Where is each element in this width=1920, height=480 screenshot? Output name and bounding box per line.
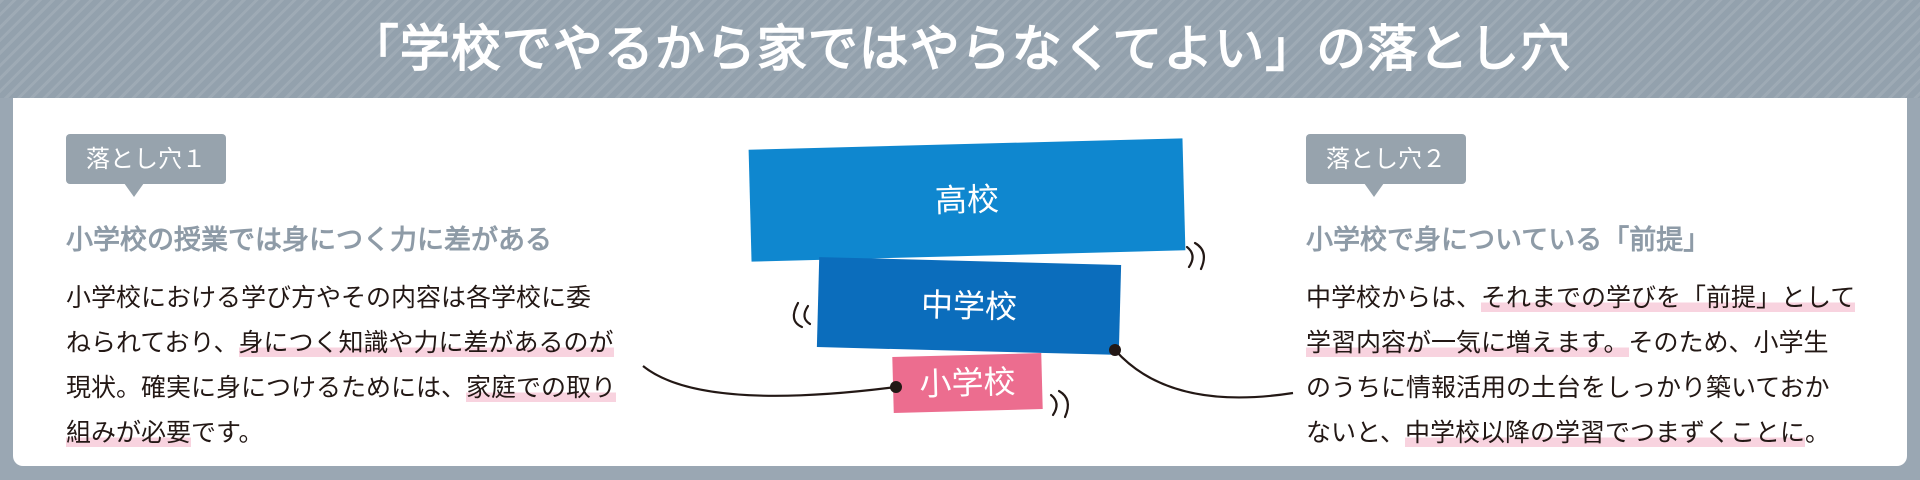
right-connector-dot — [1109, 344, 1121, 356]
right-body-line: 中学校からは、それまでの学びを「前提」として — [1306, 275, 1856, 320]
right-body-line: ないと、中学校以降の学習でつまずくことに。 — [1306, 410, 1855, 455]
left-connector-dot — [890, 381, 902, 393]
right-body-line: のうちに情報活用の土台をしっかり築いておか — [1306, 365, 1855, 410]
body-text-segment: ないと、 — [1306, 418, 1406, 447]
pitfall-2-tag: 落とし穴２ — [1306, 134, 1466, 197]
highlighted-text: 身につく知識や力に差があるのが — [238, 328, 614, 357]
left-body-line: 小学校における学び方やその内容は各学校に委 — [66, 275, 616, 320]
right-body-line: 学習内容が一気に増えます。そのため、小学生 — [1306, 320, 1855, 365]
page-title: 「学校でやるから家ではやらなくてよい」の落とし穴 — [348, 20, 1572, 78]
left-body-line: 現状。確実に身につけるためには、家庭での取り — [66, 365, 617, 410]
body-text-segment: のうちに情報活用の土台をしっかり築いておか — [1306, 373, 1830, 402]
body-text-segment: 。 — [1805, 418, 1831, 447]
highlighted-text: それまでの学びを「前提」として — [1481, 283, 1856, 312]
body-text-segment: そのため、小学生 — [1628, 328, 1829, 357]
pitfall-1-heading: 小学校の授業では身につく力に差がある — [66, 225, 552, 256]
highlighted-text: 家庭での取り — [466, 373, 617, 402]
pitfall-2-heading: 小学校で身についている「前提」 — [1306, 225, 1711, 256]
highlighted-text: 中学校以降の学習でつまずくことに — [1405, 418, 1806, 447]
left-body-line: 組みが必要です。 — [66, 410, 616, 455]
pitfall-1-body: 小学校における学び方やその内容は各学校に委ねられており、身につく知識や力に差があ… — [66, 275, 617, 455]
body-text-segment: 現状。確実に身につけるためには、 — [66, 373, 467, 402]
body-text-segment: 小学校における学び方やその内容は各学校に委 — [66, 283, 592, 312]
left-connector-line — [642, 365, 897, 397]
highlighted-text: 組みが必要 — [66, 418, 192, 447]
wobble-marks — [792, 241, 1206, 419]
right-connector-line — [1114, 349, 1294, 399]
left-body-line: ねられており、身につく知識や力に差があるのが — [66, 320, 616, 365]
pitfall-1-tag: 落とし穴１ — [66, 134, 226, 197]
body-text-segment: ねられており、 — [66, 328, 239, 357]
title-banner: 「学校でやるから家ではやらなくてよい」の落とし穴 — [0, 0, 1920, 98]
highlighted-text: 学習内容が一気に増えます。 — [1306, 328, 1629, 357]
body-text-segment: 中学校からは、 — [1306, 283, 1482, 312]
body-text-segment: です。 — [191, 418, 264, 447]
pitfall-2-body: 中学校からは、それまでの学びを「前提」として学習内容が一気に増えます。そのため、… — [1306, 275, 1856, 455]
